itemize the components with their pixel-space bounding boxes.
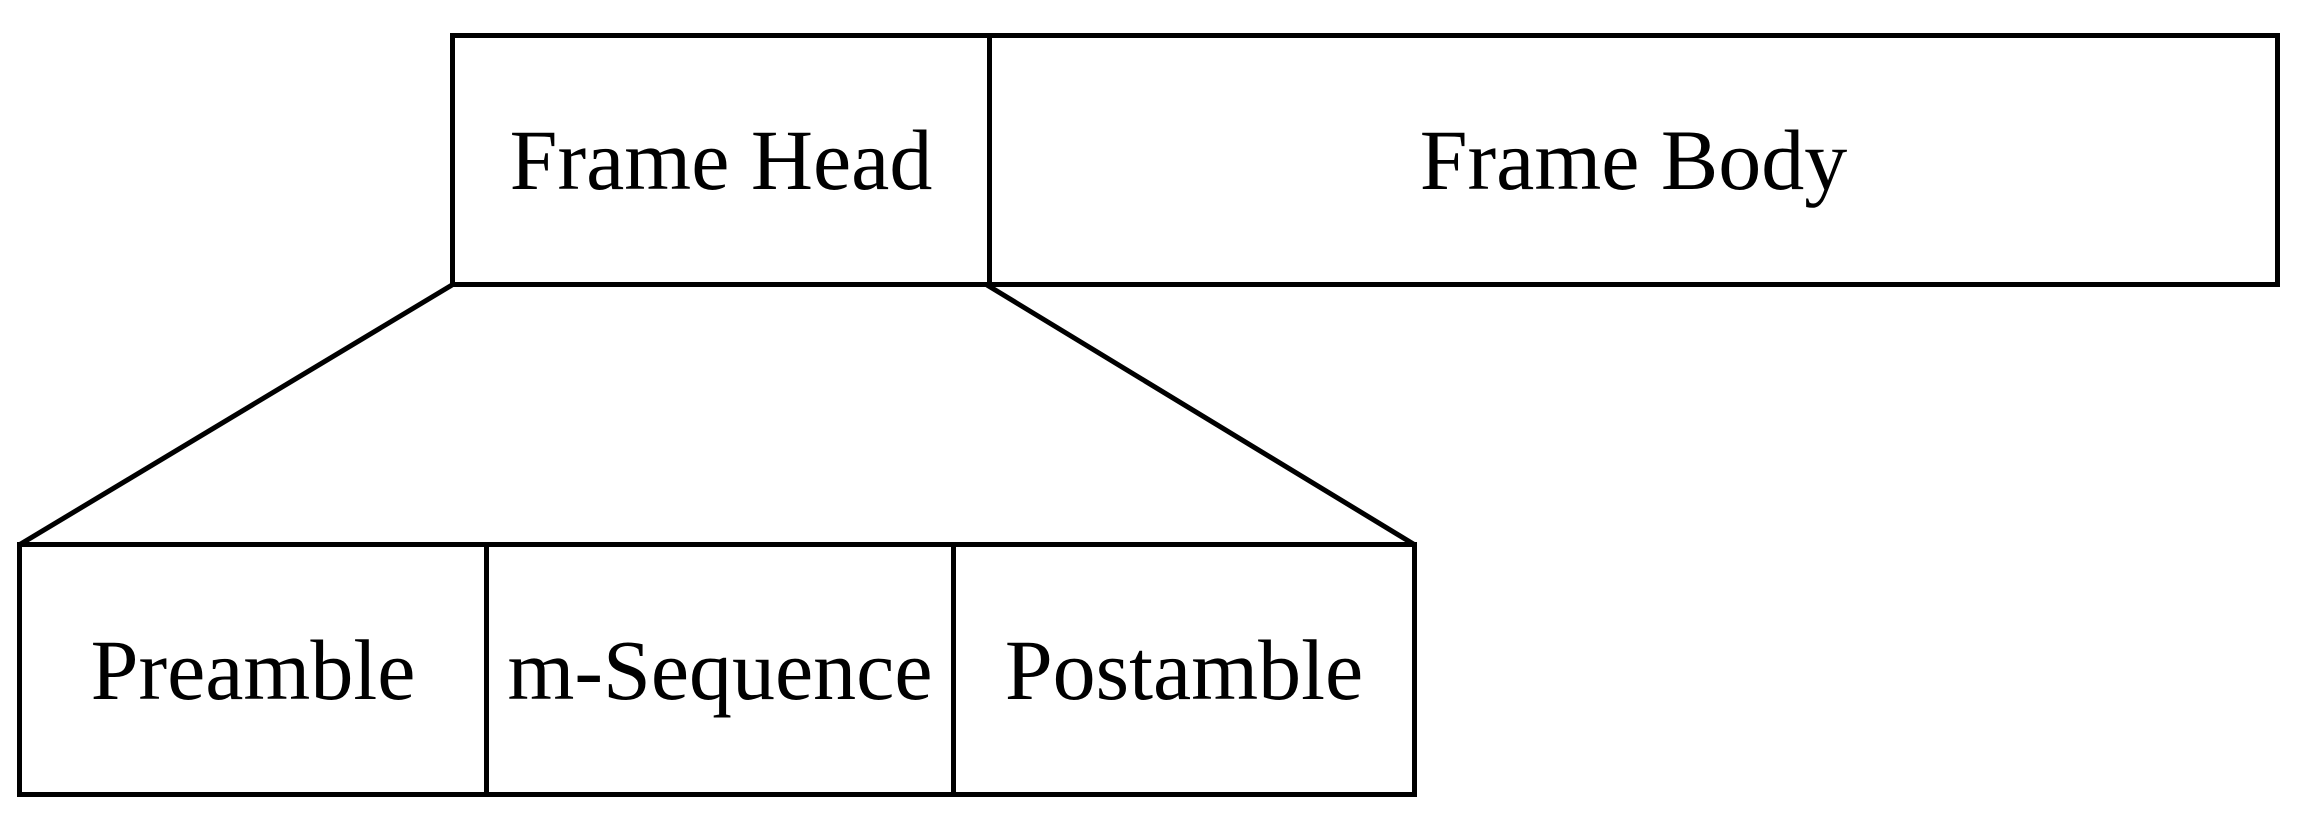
frame-row: Frame Head Frame Body [450, 33, 2280, 287]
postamble-label: Postamble [1004, 621, 1364, 718]
preamble-box: Preamble [22, 547, 484, 792]
msequence-postamble-divider [951, 547, 956, 792]
frame-body-box: Frame Body [992, 38, 2275, 282]
frame-head-detail-row: Preamble m-Sequence Postamble [17, 542, 1417, 797]
frame-head-body-divider [987, 38, 992, 282]
frame-body-label: Frame Body [1419, 112, 1848, 208]
right-expansion-line [985, 282, 1417, 548]
preamble-msequence-divider [484, 547, 489, 792]
frame-head-label: Frame Head [509, 112, 933, 208]
preamble-label: Preamble [90, 621, 416, 718]
m-sequence-box: m-Sequence [489, 547, 951, 792]
left-expansion-line [17, 282, 454, 548]
m-sequence-label: m-Sequence [507, 621, 933, 718]
frame-head-box: Frame Head [455, 38, 987, 282]
postamble-box: Postamble [956, 547, 1412, 792]
